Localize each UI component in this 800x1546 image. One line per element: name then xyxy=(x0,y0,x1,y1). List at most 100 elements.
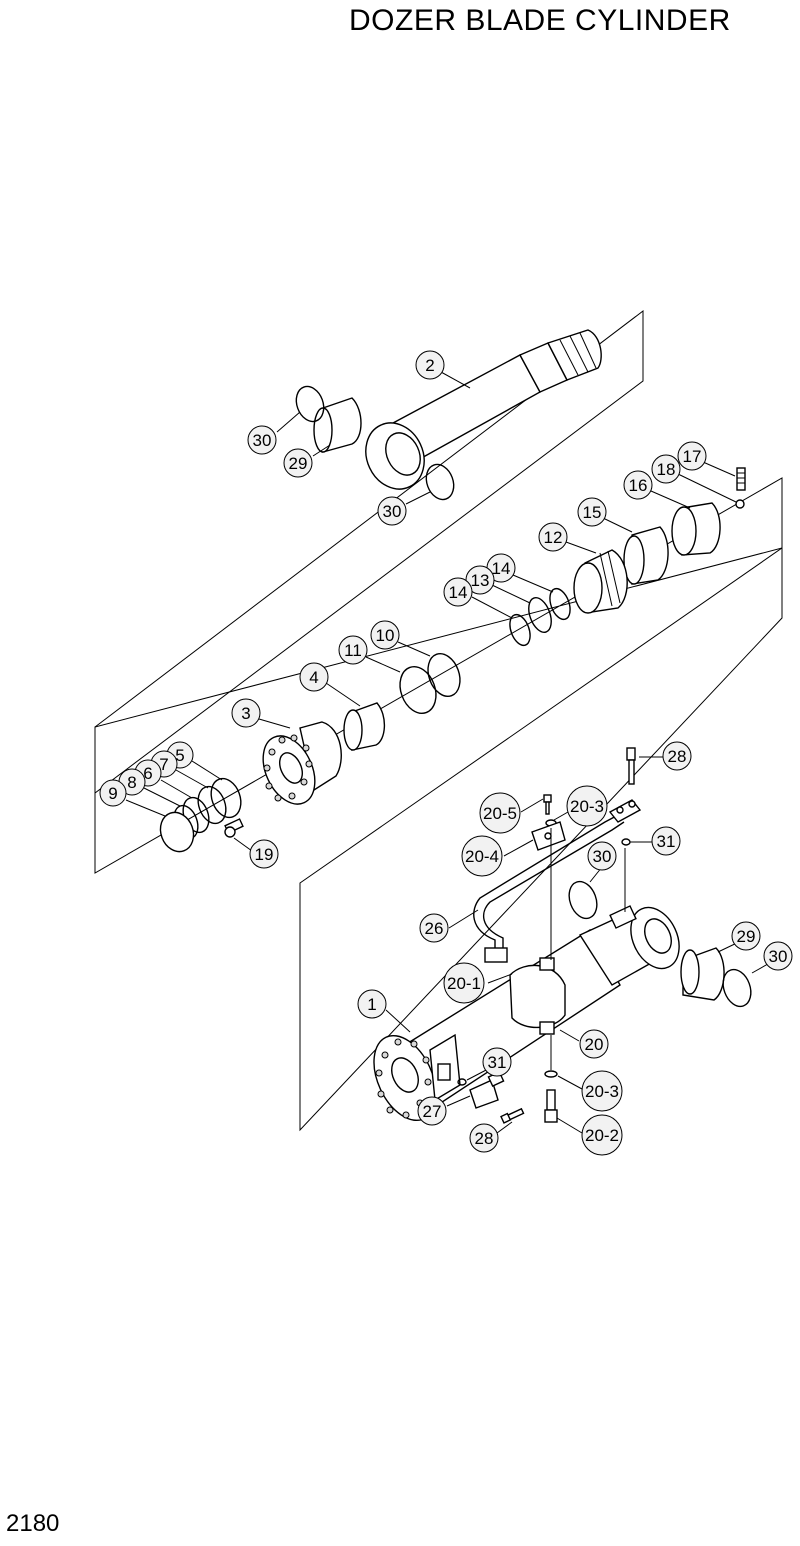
dust-seal-30-top-b xyxy=(425,463,455,501)
callout-20-1: 20-1 xyxy=(443,962,485,1004)
svg-text:20: 20 xyxy=(585,1035,604,1054)
svg-text:27: 27 xyxy=(423,1102,442,1121)
clamp-20-4 xyxy=(531,821,566,851)
pipe-26 xyxy=(473,813,625,963)
o-ring-11 xyxy=(399,666,437,714)
callout-31: 31 xyxy=(651,826,681,856)
callout-30: 30 xyxy=(587,841,617,871)
backup-ring-14a xyxy=(549,587,571,621)
callout-3: 3 xyxy=(231,698,261,728)
svg-text:26: 26 xyxy=(425,919,444,938)
callout-30: 30 xyxy=(247,425,277,455)
svg-text:20-5: 20-5 xyxy=(483,804,517,823)
callout-9: 9 xyxy=(99,779,127,807)
svg-text:20-1: 20-1 xyxy=(447,974,481,993)
svg-text:6: 6 xyxy=(143,764,152,783)
svg-text:12: 12 xyxy=(544,528,563,547)
callout-19: 19 xyxy=(249,839,279,869)
callout-20-3: 20-3 xyxy=(581,1070,623,1112)
svg-text:9: 9 xyxy=(108,784,117,803)
svg-text:10: 10 xyxy=(376,626,395,645)
svg-text:4: 4 xyxy=(309,668,318,687)
dust-seal-30-top-a xyxy=(295,385,325,423)
seal-5 xyxy=(210,777,242,819)
callout-leaders xyxy=(125,371,776,1134)
svg-text:8: 8 xyxy=(127,773,136,792)
svg-text:5: 5 xyxy=(175,746,184,765)
svg-text:28: 28 xyxy=(475,1129,494,1148)
svg-text:30: 30 xyxy=(383,502,402,521)
piston-group-frame xyxy=(94,477,783,874)
callout-29: 29 xyxy=(731,921,761,951)
callout-31: 31 xyxy=(482,1047,512,1077)
bolt-28-top xyxy=(626,747,636,785)
bushing-4 xyxy=(343,702,386,751)
o-ring-31-top xyxy=(621,838,631,846)
callout-1: 1 xyxy=(357,989,387,1019)
bolt-19 xyxy=(224,818,244,838)
wiper-9 xyxy=(159,811,195,853)
svg-text:20-3: 20-3 xyxy=(570,797,604,816)
svg-text:17: 17 xyxy=(683,447,702,466)
svg-text:20-3: 20-3 xyxy=(585,1082,619,1101)
callout-10: 10 xyxy=(370,620,400,650)
callout-20-3: 20-3 xyxy=(566,785,608,827)
svg-text:31: 31 xyxy=(488,1053,507,1072)
svg-text:30: 30 xyxy=(253,431,272,450)
callout-30: 30 xyxy=(763,941,793,971)
callout-20-5: 20-5 xyxy=(479,792,521,834)
svg-text:11: 11 xyxy=(344,641,362,660)
svg-text:1: 1 xyxy=(367,995,376,1014)
callout-20: 20 xyxy=(579,1029,609,1059)
callout-30: 30 xyxy=(377,496,407,526)
callout-4: 4 xyxy=(299,662,329,692)
callout-15: 15 xyxy=(577,497,607,527)
pin-17 xyxy=(736,467,746,491)
backup-ring-14b xyxy=(509,613,531,647)
callout-28: 28 xyxy=(469,1123,499,1153)
svg-text:7: 7 xyxy=(159,755,168,774)
bushing-29-right xyxy=(680,947,725,1001)
bolt-20-5 xyxy=(543,794,552,815)
bushing-29-top xyxy=(313,397,362,453)
seal-30-mid xyxy=(568,880,598,920)
svg-text:16: 16 xyxy=(629,476,648,495)
svg-text:2: 2 xyxy=(425,356,434,375)
tube-group-frame xyxy=(299,547,783,1132)
o-ring-31-bottom xyxy=(457,1078,467,1086)
ring-10 xyxy=(427,652,461,698)
callout-29: 29 xyxy=(283,448,313,478)
rod-cover-3 xyxy=(262,721,342,805)
flange-plate-top xyxy=(608,799,642,823)
svg-text:28: 28 xyxy=(668,747,687,766)
callout-14: 14 xyxy=(443,577,473,607)
svg-text:14: 14 xyxy=(492,559,511,578)
ring-15 xyxy=(623,526,669,585)
callout-28: 28 xyxy=(662,741,692,771)
piston-rod xyxy=(365,329,602,490)
svg-text:19: 19 xyxy=(255,845,274,864)
svg-text:20-2: 20-2 xyxy=(585,1126,619,1145)
svg-text:29: 29 xyxy=(289,454,308,473)
callout-17: 17 xyxy=(677,441,707,471)
svg-text:15: 15 xyxy=(583,503,602,522)
svg-text:14: 14 xyxy=(449,583,468,602)
svg-text:30: 30 xyxy=(769,947,788,966)
ring-16 xyxy=(671,502,721,556)
bolt-28-bottom xyxy=(500,1107,525,1124)
callout-18: 18 xyxy=(651,454,681,484)
callout-27: 27 xyxy=(417,1096,447,1126)
callout-20-4: 20-4 xyxy=(461,835,503,877)
callout-20-2: 20-2 xyxy=(581,1114,623,1156)
dust-seal-30-right xyxy=(722,968,752,1008)
svg-text:20-4: 20-4 xyxy=(465,847,499,866)
page-number: 2180 xyxy=(6,1510,60,1537)
o-ring-13 xyxy=(528,597,552,633)
callout-12: 12 xyxy=(538,522,568,552)
svg-text:29: 29 xyxy=(737,927,756,946)
svg-text:18: 18 xyxy=(657,460,676,479)
clamp-20 xyxy=(509,957,566,1035)
callout-2: 2 xyxy=(415,350,445,380)
diagram-title: DOZER BLADE CYLINDER xyxy=(349,4,731,37)
